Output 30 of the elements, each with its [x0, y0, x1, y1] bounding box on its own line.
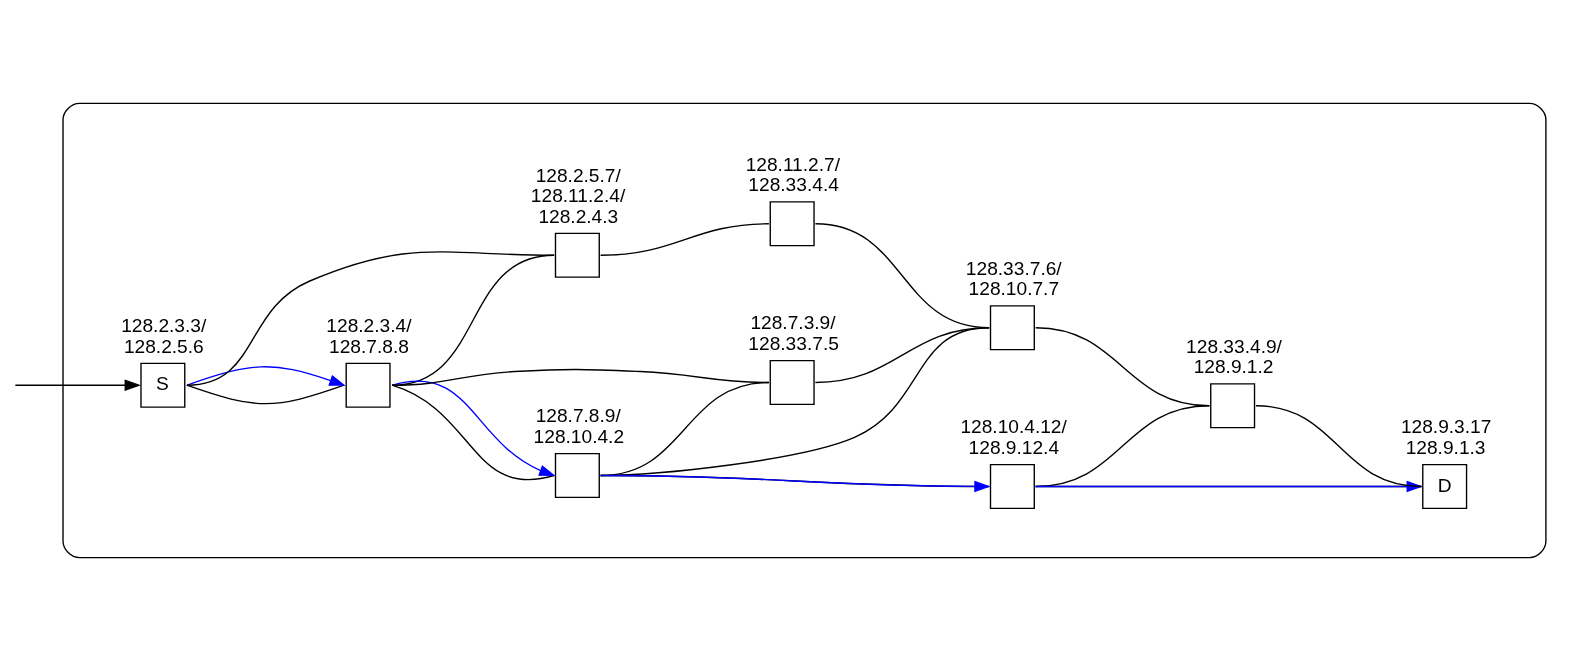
node-box [1210, 382, 1256, 428]
node-label: 128.7.3.9/ 128.33.7.5 [748, 311, 839, 354]
connector [814, 222, 990, 328]
node-box: D [1422, 463, 1468, 509]
node-label: 128.2.3.4/ 128.7.8.8 [326, 314, 412, 357]
arrow [186, 365, 346, 386]
node-box [554, 232, 600, 278]
node-label: 128.10.4.12/ 128.9.12.4 [960, 415, 1067, 458]
connector [186, 250, 555, 386]
node-box [989, 304, 1035, 350]
connector [186, 384, 345, 404]
connector [814, 326, 990, 383]
node-label: 128.7.8.9/ 128.10.4.2 [533, 404, 625, 447]
connector [1255, 404, 1423, 487]
node-box [769, 200, 815, 246]
connector [599, 222, 770, 256]
node-box: S [140, 362, 186, 408]
node-box [989, 463, 1035, 509]
node-box [769, 359, 815, 405]
cluster [62, 102, 1547, 558]
node-label: 128.9.3.17 128.9.1.3 [1400, 415, 1492, 458]
node-label: 128.2.5.7/ 128.11.2.4/ 128.2.4.3 [530, 164, 626, 227]
node-box [345, 362, 391, 408]
node-box [554, 452, 600, 498]
arrow [599, 474, 991, 492]
node-label: 128.2.3.3/ 128.2.5.6 [121, 314, 207, 357]
node-label: 128.33.7.6/ 128.10.7.7 [965, 257, 1062, 299]
node-label: 128.33.4.9/ 128.9.1.2 [1186, 335, 1282, 377]
arrow [14, 378, 141, 391]
node-label: 128.11.2.7/ 128.33.4.4 [745, 153, 841, 195]
